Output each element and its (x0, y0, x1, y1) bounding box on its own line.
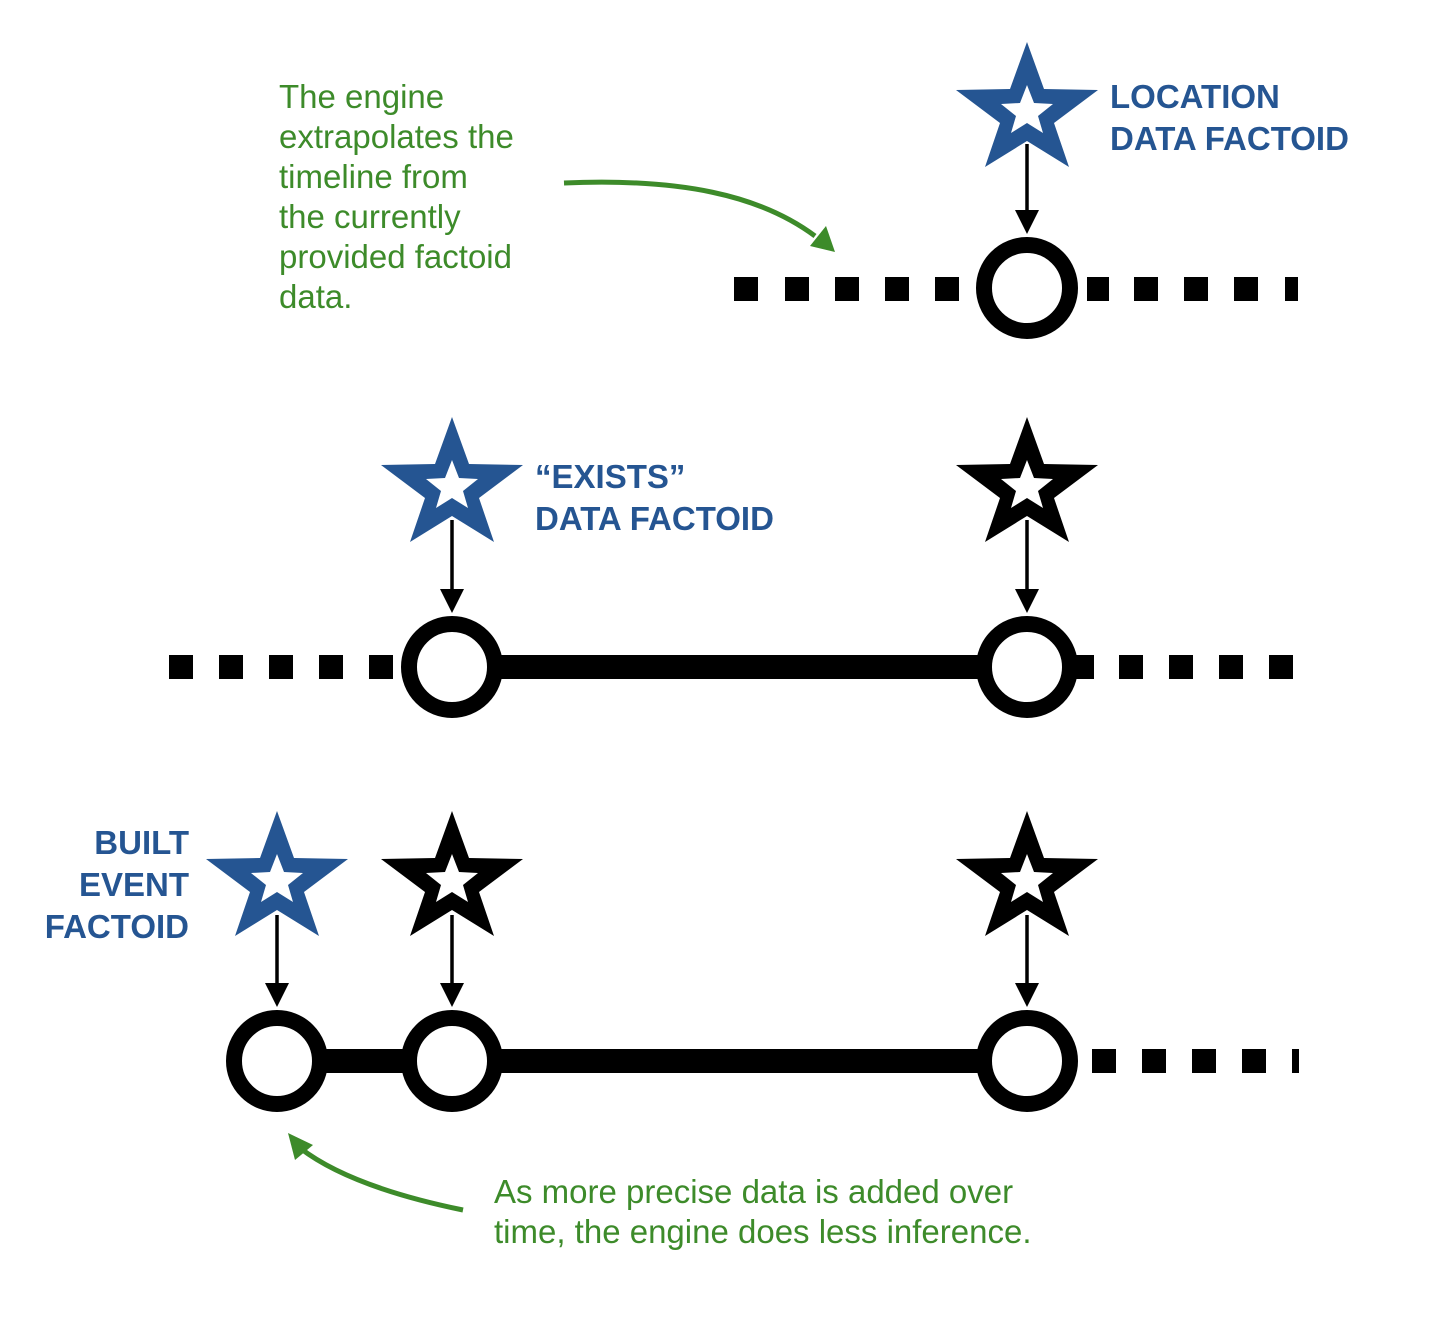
dotted-segment-left (734, 277, 959, 301)
location-factoid-label: LOCATION DATA FACTOID (1110, 78, 1349, 157)
curved-arrow-top-icon (563, 179, 835, 252)
event-node (401, 1010, 503, 1112)
dotted-segment-left (169, 655, 393, 679)
exists-factoid-label: “EXISTS” DATA FACTOID (535, 458, 774, 537)
star-blue-icon (381, 417, 523, 542)
timeline-row-1 (734, 42, 1298, 339)
star-blue-icon (206, 811, 348, 936)
arrow-down-icon (440, 520, 464, 613)
event-node (976, 1010, 1078, 1112)
solid-segment (495, 655, 985, 679)
arrow-down-icon (1015, 520, 1039, 613)
event-node (976, 616, 1078, 718)
top-annotation: The engine extrapolates the timeline fro… (279, 78, 514, 315)
arrow-down-icon (1015, 915, 1039, 1007)
solid-segment (318, 1049, 413, 1073)
event-node (401, 616, 503, 718)
event-node (976, 237, 1078, 339)
star-blue-icon (956, 42, 1098, 167)
solid-segment (495, 1049, 985, 1073)
timeline-row-3 (206, 811, 1299, 1112)
curved-arrow-bottom-icon (288, 1133, 464, 1213)
timeline-row-2 (169, 417, 1293, 718)
arrow-down-icon (1015, 144, 1039, 234)
arrow-down-icon (440, 915, 464, 1007)
arrow-down-icon (265, 915, 289, 1007)
dotted-segment-right (1087, 277, 1298, 301)
event-node (226, 1010, 328, 1112)
built-event-factoid-label: BUILT EVENT FACTOID (44, 824, 189, 945)
star-black-icon (956, 417, 1098, 542)
dotted-segment-right (1070, 655, 1293, 679)
bottom-annotation: As more precise data is added over time,… (494, 1173, 1032, 1250)
dotted-segment-right (1092, 1049, 1299, 1073)
star-black-icon (381, 811, 523, 936)
star-black-icon (956, 811, 1098, 936)
